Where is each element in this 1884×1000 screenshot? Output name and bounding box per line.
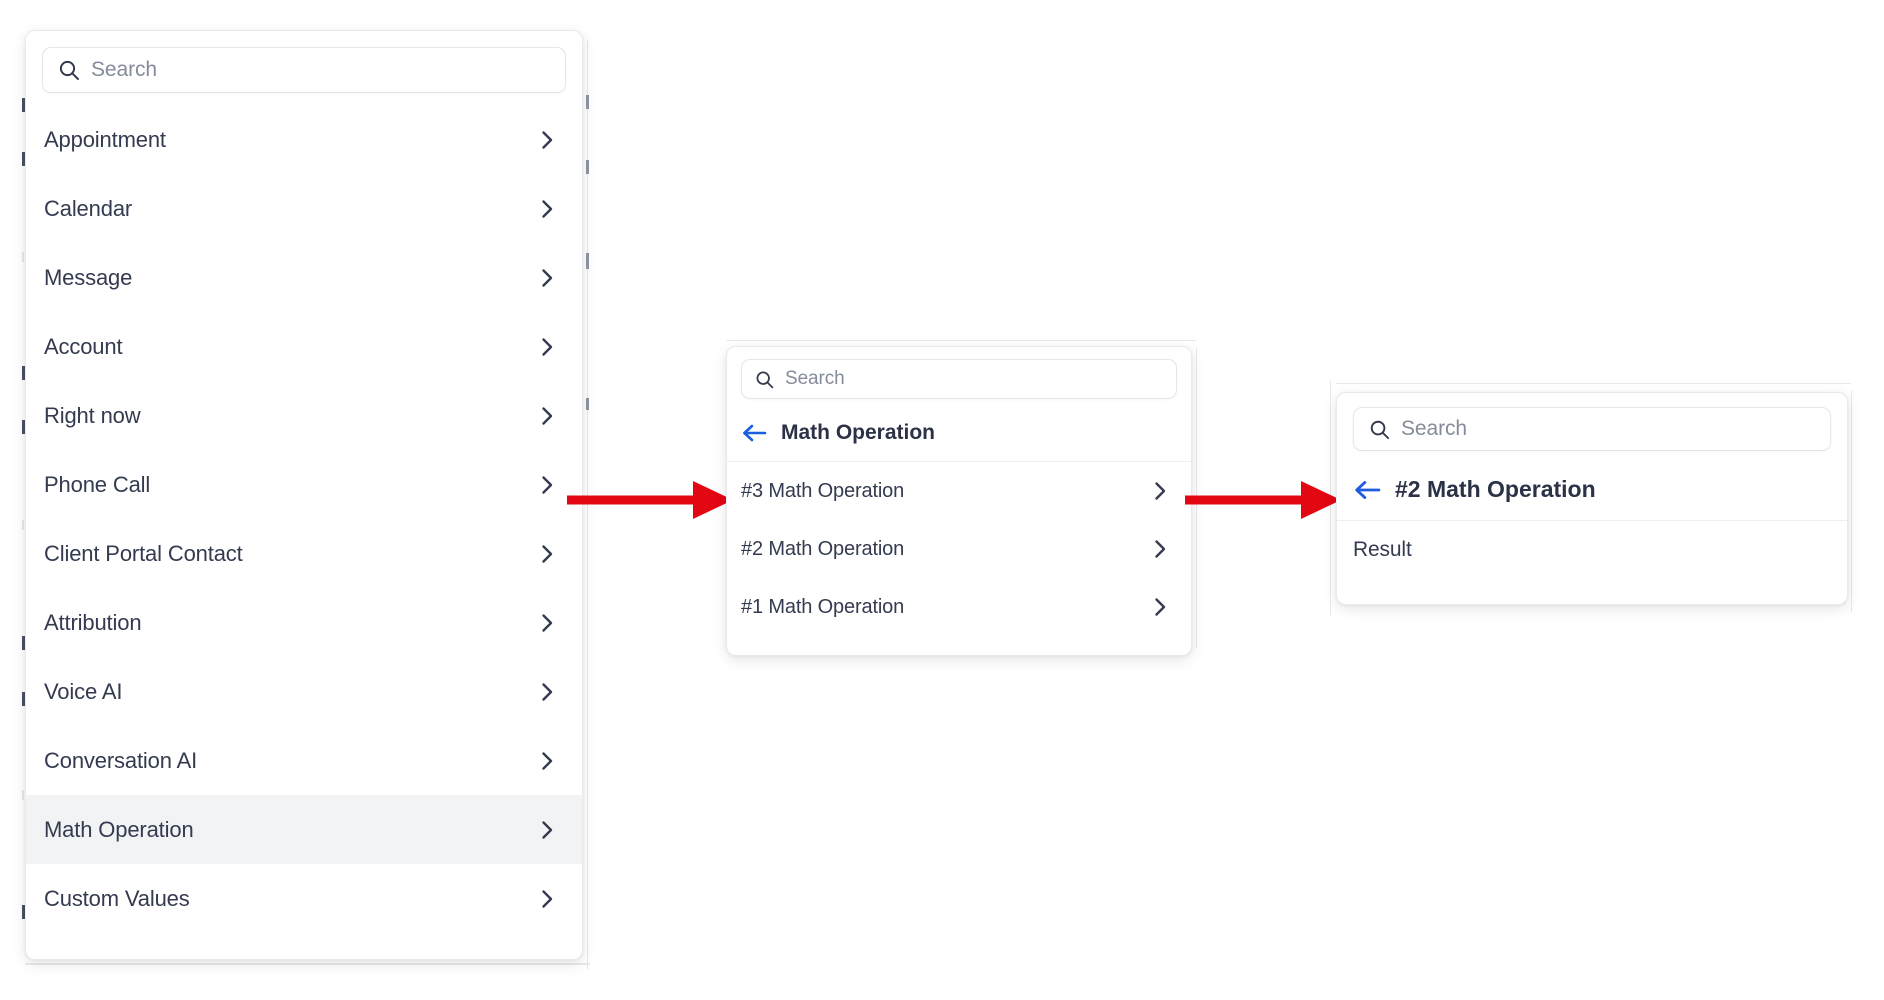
search-icon	[1370, 420, 1390, 439]
chevron-right-icon	[542, 337, 553, 356]
list-item[interactable]: Voice AI	[26, 657, 582, 726]
search-input[interactable]	[1401, 417, 1816, 441]
chevron-right-icon	[542, 406, 553, 425]
list-item[interactable]: Math Operation	[26, 795, 582, 864]
background-panel-edge	[586, 398, 589, 410]
back-header-op2[interactable]: #2 Math Operation	[1337, 459, 1847, 521]
arrow-left-icon[interactable]	[1353, 478, 1381, 502]
chevron-right-icon	[542, 820, 553, 839]
list-item-label: Attribution	[44, 609, 142, 635]
list-item[interactable]: Result	[1337, 521, 1847, 579]
back-header-label: Math Operation	[781, 421, 936, 444]
search-container	[1337, 393, 1847, 459]
list-item-label: Message	[44, 264, 133, 290]
list-item-label: Conversation AI	[44, 747, 198, 773]
search-icon	[59, 60, 79, 80]
search-container	[26, 31, 582, 105]
math-operation-item-list: #3 Math Operation #2 Math Operation #1 Mat…	[727, 462, 1191, 644]
list-item-label: Client Portal Contact	[44, 540, 243, 566]
list-item-label: Account	[44, 333, 123, 359]
background-panel-edge	[586, 95, 589, 109]
chevron-right-icon	[542, 199, 553, 218]
list-item[interactable]: Attribution	[26, 588, 582, 657]
list-item-label: Math Operation	[44, 816, 194, 842]
background-artifact	[22, 420, 25, 434]
list-item[interactable]: #3 Math Operation	[727, 462, 1191, 520]
background-panel-edge	[25, 963, 590, 965]
back-header-label: #2 Math Operation	[1395, 476, 1596, 502]
background-panel-edge	[587, 40, 588, 970]
list-item[interactable]: Custom Values	[26, 864, 582, 933]
list-item-label: Right now	[44, 402, 141, 428]
list-item-label: #3 Math Operation	[741, 479, 905, 502]
background-panel-edge	[586, 253, 589, 269]
list-item-label: #2 Math Operation	[741, 537, 905, 560]
list-item[interactable]: Appointment	[26, 105, 582, 174]
op2-item-list: Result	[1337, 521, 1847, 587]
list-item-label: Phone Call	[44, 471, 151, 497]
search-input[interactable]	[91, 58, 551, 82]
chevron-right-icon	[542, 682, 553, 701]
list-item-label: Voice AI	[44, 678, 123, 704]
chevron-right-icon	[542, 130, 553, 149]
math-operation-panel-root: Math Operation #3 Math Operation #2 Math …	[726, 346, 1192, 656]
flow-arrow-math-to-op2	[1185, 481, 1341, 519]
list-item[interactable]: Calendar	[26, 174, 582, 243]
background-artifact	[22, 152, 25, 166]
flow-arrow-menu-to-math	[567, 481, 733, 519]
background-artifact	[22, 905, 25, 919]
list-item[interactable]: Phone Call	[26, 450, 582, 519]
background-artifact	[22, 790, 24, 800]
chevron-right-icon	[542, 751, 553, 770]
background-artifact	[22, 692, 25, 706]
background-artifact	[22, 366, 25, 380]
background-artifact	[22, 636, 25, 650]
chevron-right-icon	[542, 268, 553, 287]
chevron-right-icon	[542, 613, 553, 632]
chevron-right-icon	[1155, 482, 1166, 500]
background-panel-edge	[586, 160, 589, 174]
background-artifact	[22, 98, 25, 112]
search-input[interactable]	[785, 368, 1164, 390]
list-item-label: Calendar	[44, 195, 133, 221]
op2-panel-root: #2 Math Operation Result	[1336, 392, 1848, 605]
list-item-label: #1 Math Operation	[741, 595, 905, 618]
background-panel-edge	[726, 340, 1196, 341]
search-container	[727, 347, 1191, 405]
list-item[interactable]: Client Portal Contact	[26, 519, 582, 588]
list-item[interactable]: Account	[26, 312, 582, 381]
search-box[interactable]	[1353, 407, 1831, 451]
background-artifact	[22, 520, 24, 530]
list-item-label: Custom Values	[44, 885, 190, 911]
arrow-left-icon[interactable]	[741, 422, 767, 444]
search-icon	[756, 371, 774, 388]
background-panel-edge	[1851, 390, 1852, 612]
chevron-right-icon	[542, 544, 553, 563]
chevron-right-icon	[1155, 598, 1166, 616]
back-header-math-operation[interactable]: Math Operation	[727, 405, 1191, 462]
background-panel-edge	[1336, 383, 1851, 384]
list-item[interactable]: Message	[26, 243, 582, 312]
chevron-right-icon	[542, 475, 553, 494]
search-box[interactable]	[741, 359, 1177, 399]
search-box[interactable]	[42, 47, 566, 93]
list-item-label: Appointment	[44, 126, 166, 152]
list-item[interactable]: #1 Math Operation	[727, 578, 1191, 636]
list-item[interactable]: #2 Math Operation	[727, 520, 1191, 578]
list-item-label: Result	[1353, 538, 1412, 561]
background-artifact	[22, 252, 24, 262]
chevron-right-icon	[542, 889, 553, 908]
list-item[interactable]: Conversation AI	[26, 726, 582, 795]
list-item[interactable]: Right now	[26, 381, 582, 450]
chevron-right-icon	[1155, 540, 1166, 558]
